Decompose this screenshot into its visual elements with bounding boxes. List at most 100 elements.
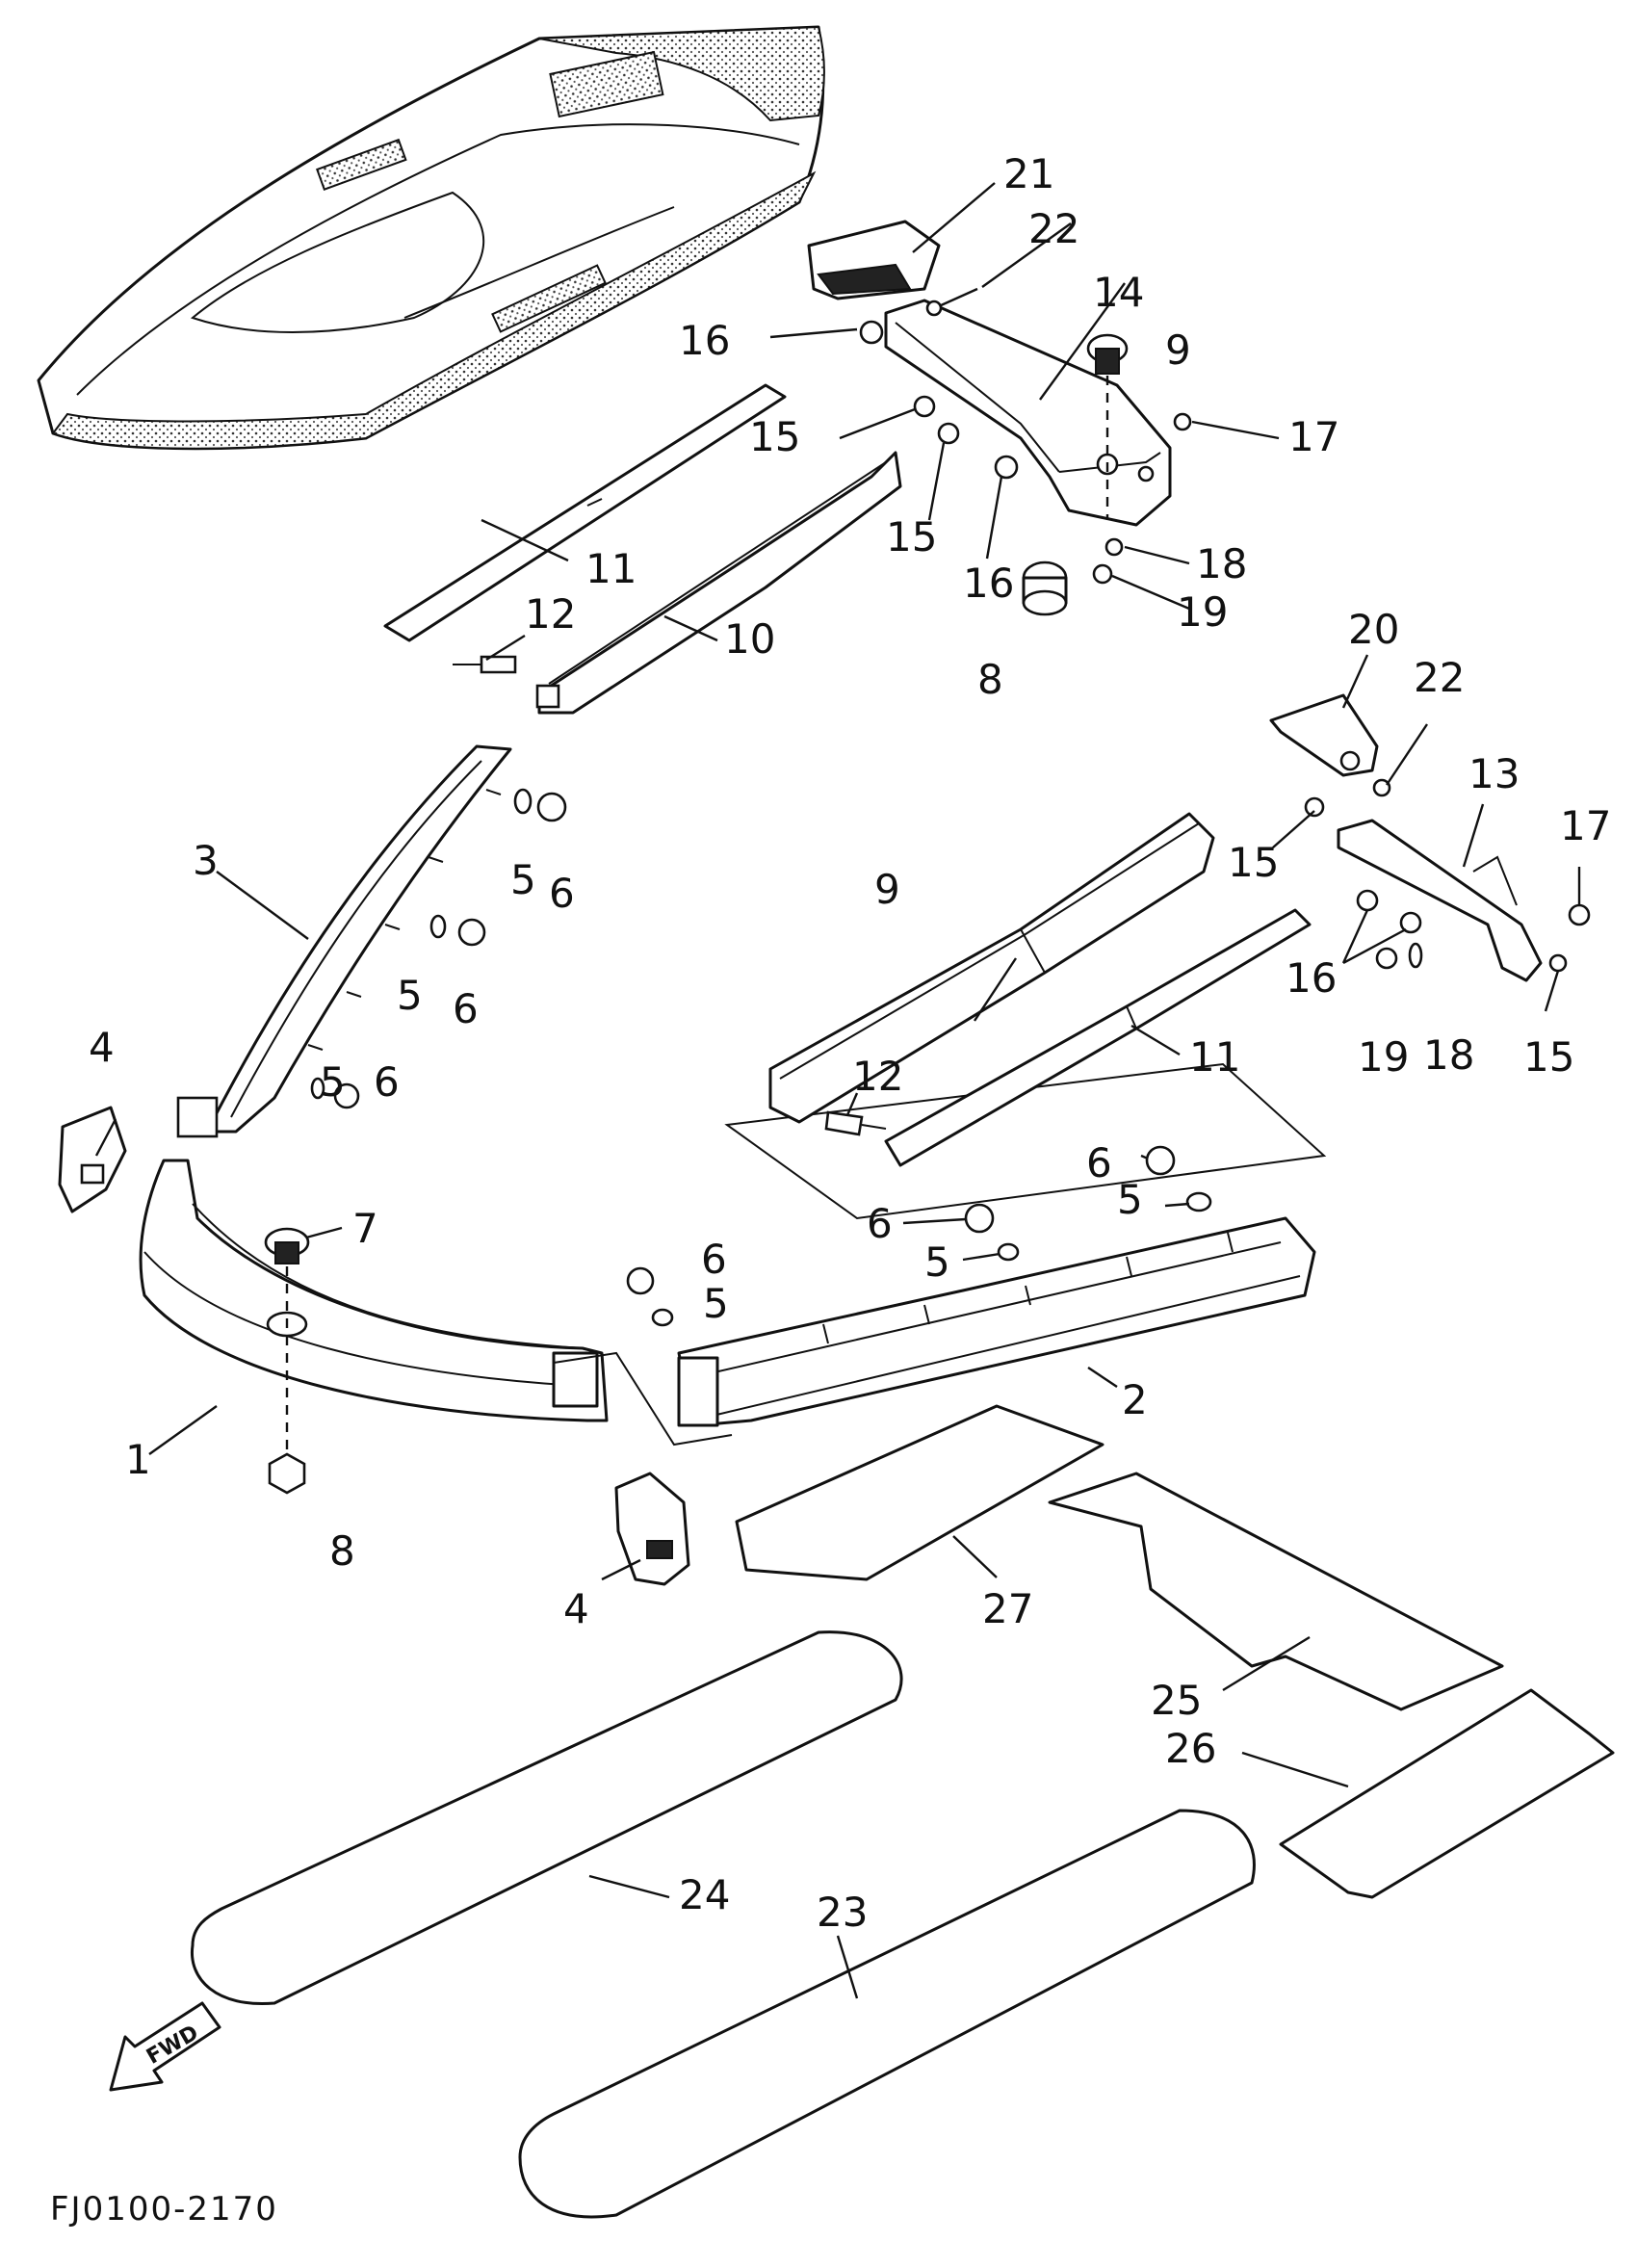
callout-1: 1 (125, 1436, 151, 1483)
callout-18: 18 (1196, 540, 1247, 587)
end-cap-4-b (614, 1472, 690, 1586)
callout-15: 15 (749, 413, 800, 460)
callout-8: 8 (977, 656, 1003, 703)
mat-24 (190, 1630, 903, 2006)
bolt-15-c (1304, 796, 1325, 818)
nut-6-c (333, 1082, 360, 1109)
grommet-8-a (1022, 560, 1068, 616)
nut-6-e (1145, 1145, 1176, 1176)
callout-5: 5 (397, 972, 423, 1019)
callout-labels: 21 22 14 9 16 15 17 15 16 18 19 8 11 12 … (89, 150, 1611, 1936)
nut-19-b (1375, 947, 1398, 970)
bolt-16-a (859, 320, 884, 345)
washer-5-d (1185, 1191, 1212, 1212)
rail-11-lower (884, 908, 1312, 1167)
bolt-17-b (1568, 903, 1591, 926)
hull-overview (37, 25, 825, 451)
callout-8: 8 (329, 1527, 355, 1575)
callout-24: 24 (679, 1871, 730, 1918)
callout-11: 11 (1189, 1033, 1240, 1081)
callout-16: 16 (679, 317, 730, 364)
callout-6: 6 (1086, 1139, 1112, 1186)
callout-17: 17 (1288, 413, 1339, 460)
mat-26 (1279, 1688, 1615, 1899)
callout-4: 4 (89, 1024, 115, 1071)
callout-19: 19 (1358, 1033, 1409, 1081)
washer-5-b (429, 914, 447, 939)
callout-23: 23 (817, 1889, 868, 1936)
callout-6: 6 (867, 1200, 893, 1247)
callout-15: 15 (886, 513, 937, 560)
callout-2: 2 (1122, 1376, 1148, 1423)
callout-22: 22 (1028, 205, 1079, 252)
rail-9 (768, 812, 1215, 1124)
callout-26: 26 (1165, 1725, 1216, 1772)
plug-7 (264, 1227, 310, 1264)
callout-5: 5 (1117, 1176, 1143, 1223)
callout-3: 3 (193, 837, 219, 884)
washer-5-e (997, 1242, 1020, 1262)
callout-16: 16 (1286, 954, 1337, 1002)
callout-6: 6 (701, 1236, 727, 1283)
washer-5-f (651, 1308, 674, 1327)
callout-13: 13 (1468, 750, 1520, 797)
front-bumper-1 (139, 1159, 609, 1422)
mat-25 (1048, 1472, 1504, 1711)
rail-cutout-outline (724, 1062, 1327, 1220)
washer-18-b (1408, 942, 1423, 969)
diagram-code: FJ0100-2170 (50, 2190, 278, 2229)
callout-9: 9 (874, 866, 900, 913)
callout-5: 5 (320, 1058, 346, 1106)
mat-27 (735, 1404, 1104, 1581)
nut-6-a (536, 792, 567, 822)
callout-19: 19 (1177, 588, 1228, 636)
screw-12-a (453, 655, 517, 674)
callout-22: 22 (1414, 654, 1465, 701)
grommet-8-b (268, 1452, 306, 1495)
bumper-cap-20 (1269, 693, 1379, 777)
leader-lines (94, 182, 1581, 1999)
bumper-joint-outline (553, 1351, 733, 1447)
nut-16-c (1356, 889, 1379, 912)
callout-15: 15 (1228, 839, 1279, 886)
callout-12: 12 (852, 1053, 903, 1100)
callout-6: 6 (374, 1058, 400, 1106)
callout-25: 25 (1151, 1677, 1202, 1724)
end-cap-4-a (58, 1106, 127, 1213)
callout-6: 6 (549, 870, 575, 917)
callout-14: 14 (1093, 269, 1144, 316)
bumper-cap-21 (807, 220, 941, 300)
forward-arrow-icon: FWD (109, 2001, 221, 2092)
nut-16-d (1399, 911, 1422, 934)
callout-5: 5 (510, 856, 536, 903)
bolt-15-a (913, 395, 936, 418)
callout-5: 5 (703, 1280, 729, 1327)
bracket-13 (1337, 819, 1543, 982)
screw-22-a (925, 287, 978, 317)
callout-9: 9 (1165, 326, 1191, 374)
nut-6-f (626, 1266, 655, 1295)
nut-6-d (964, 1203, 995, 1234)
mat-23 (518, 1809, 1256, 2219)
bolt-15-b (937, 422, 960, 445)
callout-27: 27 (982, 1585, 1033, 1632)
washer-18-a (1104, 537, 1124, 557)
callout-5: 5 (924, 1238, 950, 1286)
bolt-17-a (1173, 412, 1192, 431)
nut-6-b (457, 918, 486, 947)
callout-12: 12 (525, 590, 576, 638)
callout-7: 7 (352, 1205, 378, 1252)
nut-19-a (1092, 563, 1113, 585)
callout-20: 20 (1348, 606, 1399, 653)
rail-10 (535, 451, 902, 715)
callout-6: 6 (453, 985, 479, 1032)
callout-15: 15 (1523, 1033, 1574, 1081)
rear-bracket-14 (884, 299, 1172, 527)
washer-5-c (310, 1077, 325, 1100)
nut-16-b (994, 455, 1019, 480)
rear-bumper-2 (677, 1216, 1316, 1427)
callout-17: 17 (1560, 802, 1611, 849)
callout-21: 21 (1003, 150, 1054, 197)
bolt-15-d (1548, 953, 1568, 973)
